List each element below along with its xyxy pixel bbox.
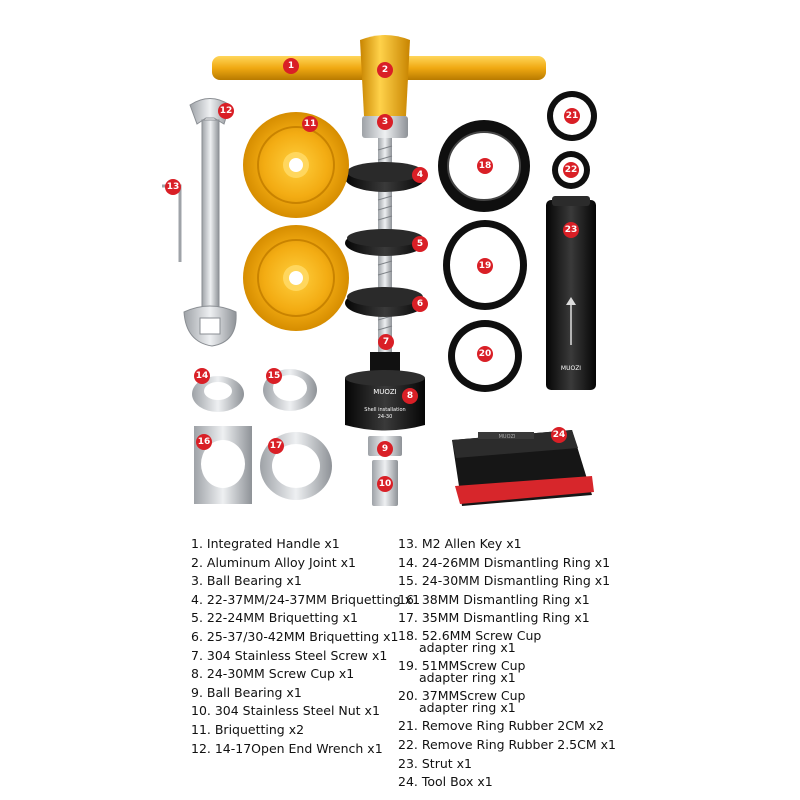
tag-16: 16	[196, 434, 212, 450]
tag-1: 1	[283, 58, 299, 74]
tag-2: 2	[377, 62, 393, 78]
tag-11: 11	[302, 116, 318, 132]
parts-list-right: 13. M2 Allen Key x1 14. 24-26MM Dismantl…	[398, 535, 616, 792]
parts-list-left: 1. Integrated Handle x1 2. Aluminum Allo…	[191, 535, 420, 758]
tag-22: 22	[563, 162, 579, 178]
list-item: 20. 37MMScrew Cup adapter ring x1	[398, 688, 616, 718]
tag-15: 15	[266, 368, 282, 384]
cup-text-1: Shell installation	[364, 407, 405, 413]
tag-10: 10	[377, 476, 393, 492]
strut-brand: MUOZI	[561, 365, 581, 372]
tag-24: 24	[551, 427, 567, 443]
tag-13: 13	[165, 179, 181, 195]
briquetting-disc-top	[243, 112, 349, 218]
list-item-line2: adapter ring x1	[419, 699, 516, 715]
tag-5: 5	[412, 236, 428, 252]
tag-19: 19	[477, 258, 493, 274]
open-end-wrench	[183, 98, 237, 347]
list-item: 13. M2 Allen Key x1	[398, 536, 522, 551]
tag-7: 7	[378, 334, 394, 350]
strut: MUOZI	[546, 196, 596, 390]
list-item: 21. Remove Ring Rubber 2CM x2	[398, 718, 605, 734]
list-item-line1: 20. 37MMScrew Cup	[398, 687, 526, 703]
tool-box: MUOZI	[452, 430, 594, 506]
cup-brand: MUOZI	[373, 388, 397, 396]
list-item: 3. Ball Bearing x1	[191, 573, 302, 589]
briquetting-disc-bottom	[243, 225, 349, 331]
box-brand: MUOZI	[499, 434, 516, 440]
list-item: 1. Integrated Handle x1	[191, 536, 340, 551]
list-item: 11. Briquetting x2	[191, 721, 305, 737]
list-item: 22. Remove Ring Rubber 2.5CM x1	[398, 736, 616, 752]
list-item: 19. 51MMScrew Cup adapter ring x1	[398, 658, 616, 688]
list-item: 8. 24-30MM Screw Cup x1	[191, 666, 355, 682]
tag-6: 6	[412, 296, 428, 312]
list-item: 16. 38MM Dismantling Ring x1	[398, 591, 590, 607]
allen-key	[162, 184, 182, 262]
list-item-line1: 19. 51MMScrew Cup	[398, 657, 526, 673]
list-item: 24. Tool Box x1	[398, 774, 493, 790]
list-item: 12. 14-17Open End Wrench x1	[191, 740, 383, 756]
list-item-line1: 18. 52.6MM Screw Cup	[398, 627, 542, 643]
list-item: 6. 25-37/30-42MM Briquetting x1	[191, 628, 399, 644]
list-item: 17. 35MM Dismantling Ring x1	[398, 610, 590, 626]
tag-23: 23	[563, 222, 579, 238]
tag-9: 9	[377, 441, 393, 457]
tag-20: 20	[477, 346, 493, 362]
list-item: 7. 304 Stainless Steel Screw x1	[191, 647, 388, 663]
list-item: 9. Ball Bearing x1	[191, 684, 302, 700]
list-item: 10. 304 Stainless Steel Nut x1	[191, 703, 380, 719]
list-item-line2: adapter ring x1	[419, 639, 516, 655]
list-item-line2: adapter ring x1	[419, 669, 516, 685]
list-item: 4. 22-37MM/24-37MM Briquetting x1	[191, 591, 421, 607]
tag-18: 18	[477, 158, 493, 174]
list-item: 2. Aluminum Alloy Joint x1	[191, 554, 356, 570]
tag-14: 14	[194, 368, 210, 384]
tag-12: 12	[218, 103, 234, 119]
tag-17: 17	[268, 438, 284, 454]
cup-text-2: 24-30	[378, 414, 393, 420]
list-item: 15. 24-30MM Dismantling Ring x1	[398, 573, 611, 589]
list-item: 14. 24-26MM Dismantling Ring x1	[398, 554, 611, 570]
tag-4: 4	[412, 167, 428, 183]
tag-3: 3	[377, 114, 393, 130]
list-item: 23. Strut x1	[398, 755, 472, 771]
tag-8: 8	[402, 388, 418, 404]
tag-21: 21	[564, 108, 580, 124]
list-item: 18. 52.6MM Screw Cup adapter ring x1	[398, 628, 616, 658]
dismantling-ring-14	[192, 376, 244, 412]
product-photo: MUOZI Shell installation 24-30	[162, 35, 597, 506]
list-item: 5. 22-24MM Briquetting x1	[191, 610, 358, 626]
